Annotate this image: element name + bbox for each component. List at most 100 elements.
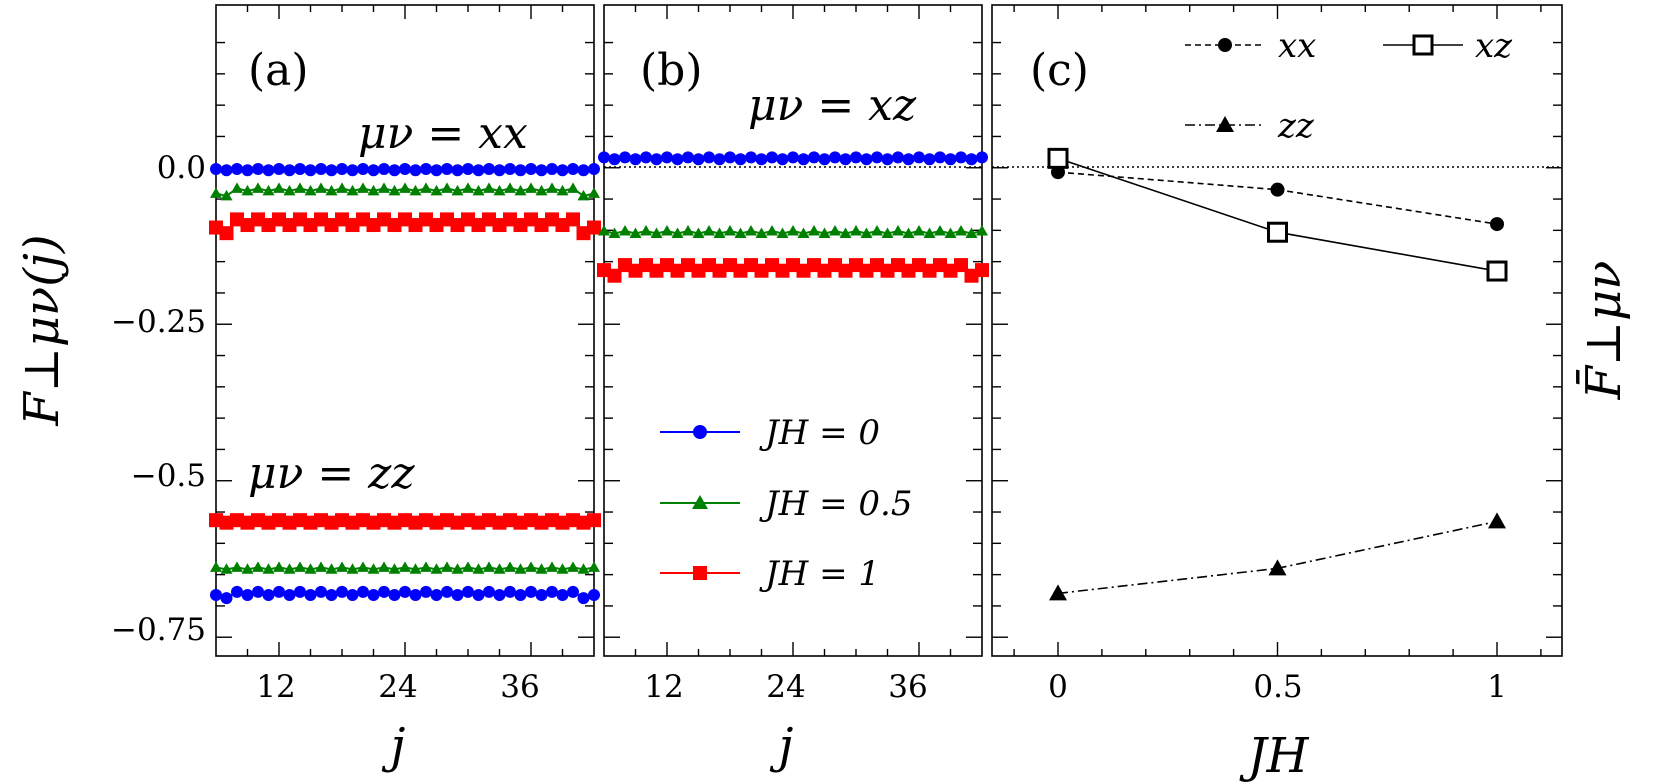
data-point-circle — [210, 163, 222, 176]
data-point-triangle — [965, 227, 978, 238]
data-point-circle — [325, 164, 338, 177]
data-point-triangle — [231, 561, 243, 572]
data-point-circle — [829, 151, 841, 164]
data-point-circle — [976, 151, 988, 164]
data-point-circle — [535, 588, 548, 601]
data-point-circle — [839, 153, 852, 166]
data-point-circle — [965, 153, 978, 166]
data-point-triangle — [776, 227, 789, 238]
data-point-circle — [546, 163, 558, 176]
data-point-triangle — [525, 561, 537, 572]
data-point-circle — [955, 151, 967, 164]
data-point-triangle — [955, 224, 967, 236]
data-point-triangle — [483, 561, 495, 572]
data-point-circle — [210, 588, 222, 601]
data-point-triangle — [724, 224, 736, 236]
data-point-triangle — [273, 182, 285, 193]
data-point-triangle — [273, 561, 285, 572]
panel-a-label: (a) — [248, 45, 309, 96]
data-point-circle — [703, 151, 715, 164]
legend-label: JH = 0 — [759, 413, 880, 453]
data-point-circle — [1490, 217, 1504, 232]
data-point-circle — [881, 153, 894, 166]
data-point-circle — [231, 585, 243, 598]
data-point-square — [566, 212, 580, 227]
panel-c-series — [1047, 147, 1508, 601]
data-point-triangle — [902, 227, 915, 238]
data-point-triangle — [546, 182, 558, 193]
data-point-circle — [745, 151, 757, 164]
data-point-triangle — [650, 227, 663, 238]
ytick-label: −0.5 — [131, 458, 206, 494]
y-axis-label-a: F⊥μν(j) — [14, 234, 70, 426]
data-point-triangle — [304, 563, 317, 574]
data-point-triangle — [504, 561, 516, 572]
data-point-circle — [661, 151, 673, 164]
data-point-circle — [472, 588, 485, 601]
data-point-triangle — [850, 224, 862, 236]
data-point-circle — [871, 151, 883, 164]
data-point-square — [1047, 147, 1069, 169]
data-point-triangle — [346, 563, 359, 574]
data-point-circle — [640, 151, 652, 164]
data-point-circle — [346, 164, 359, 177]
data-point-triangle — [241, 563, 254, 574]
legend-entry: xz — [1383, 26, 1513, 66]
panel-c-label: (c) — [1030, 45, 1089, 96]
data-point-circle — [451, 164, 464, 177]
data-point-square — [219, 226, 234, 241]
data-point-triangle — [713, 227, 726, 238]
data-point-triangle — [1268, 559, 1287, 576]
data-point-circle — [619, 151, 631, 164]
data-point-triangle — [661, 224, 673, 236]
data-point-circle — [273, 163, 285, 176]
data-point-circle — [504, 585, 516, 598]
data-point-square — [587, 220, 601, 235]
ytick-label: −0.75 — [111, 612, 206, 648]
data-point-circle — [567, 163, 579, 176]
data-point-circle — [713, 153, 726, 166]
data-point-circle — [241, 588, 254, 601]
data-point-circle — [378, 163, 390, 176]
data-point-triangle — [220, 189, 233, 201]
data-point-triangle — [315, 561, 327, 572]
data-point-triangle — [357, 561, 369, 572]
data-point-circle — [556, 588, 569, 601]
data-point-triangle — [682, 224, 694, 236]
data-point-circle — [357, 585, 369, 598]
data-point-square — [607, 268, 622, 283]
data-point-triangle — [378, 182, 390, 193]
legend-marker-circle — [1218, 38, 1232, 52]
data-point-triangle — [608, 227, 621, 238]
data-point-triangle — [441, 561, 453, 572]
panel-a-frame — [215, 4, 595, 657]
data-point-circle — [346, 588, 359, 601]
data-point-circle — [608, 153, 621, 166]
data-point-circle — [734, 153, 747, 166]
data-point-circle — [388, 164, 401, 177]
data-point-triangle — [315, 182, 327, 193]
legend-marker-square — [693, 566, 707, 580]
panel-c-frame — [991, 4, 1563, 657]
data-point-circle — [776, 153, 789, 166]
data-point-circle — [399, 163, 411, 176]
data-point-triangle — [892, 224, 904, 236]
data-point-triangle — [514, 563, 527, 574]
data-point-circle — [483, 163, 495, 176]
data-point-circle — [504, 163, 516, 176]
data-point-triangle — [745, 224, 757, 236]
data-point-circle — [1270, 182, 1285, 197]
data-point-circle — [629, 153, 642, 166]
data-point-circle — [315, 163, 327, 176]
legend-entry: JH = 0 — [660, 413, 880, 453]
data-point-circle — [357, 163, 369, 176]
data-point-circle — [860, 153, 873, 166]
data-point-circle — [588, 588, 600, 601]
data-point-triangle — [577, 189, 590, 201]
xtick-label: 36 — [500, 669, 539, 705]
legend-label: xx — [1278, 26, 1316, 66]
data-point-circle — [388, 588, 401, 601]
data-point-triangle — [944, 227, 957, 238]
data-point-circle — [420, 163, 432, 176]
data-point-circle — [420, 585, 432, 598]
